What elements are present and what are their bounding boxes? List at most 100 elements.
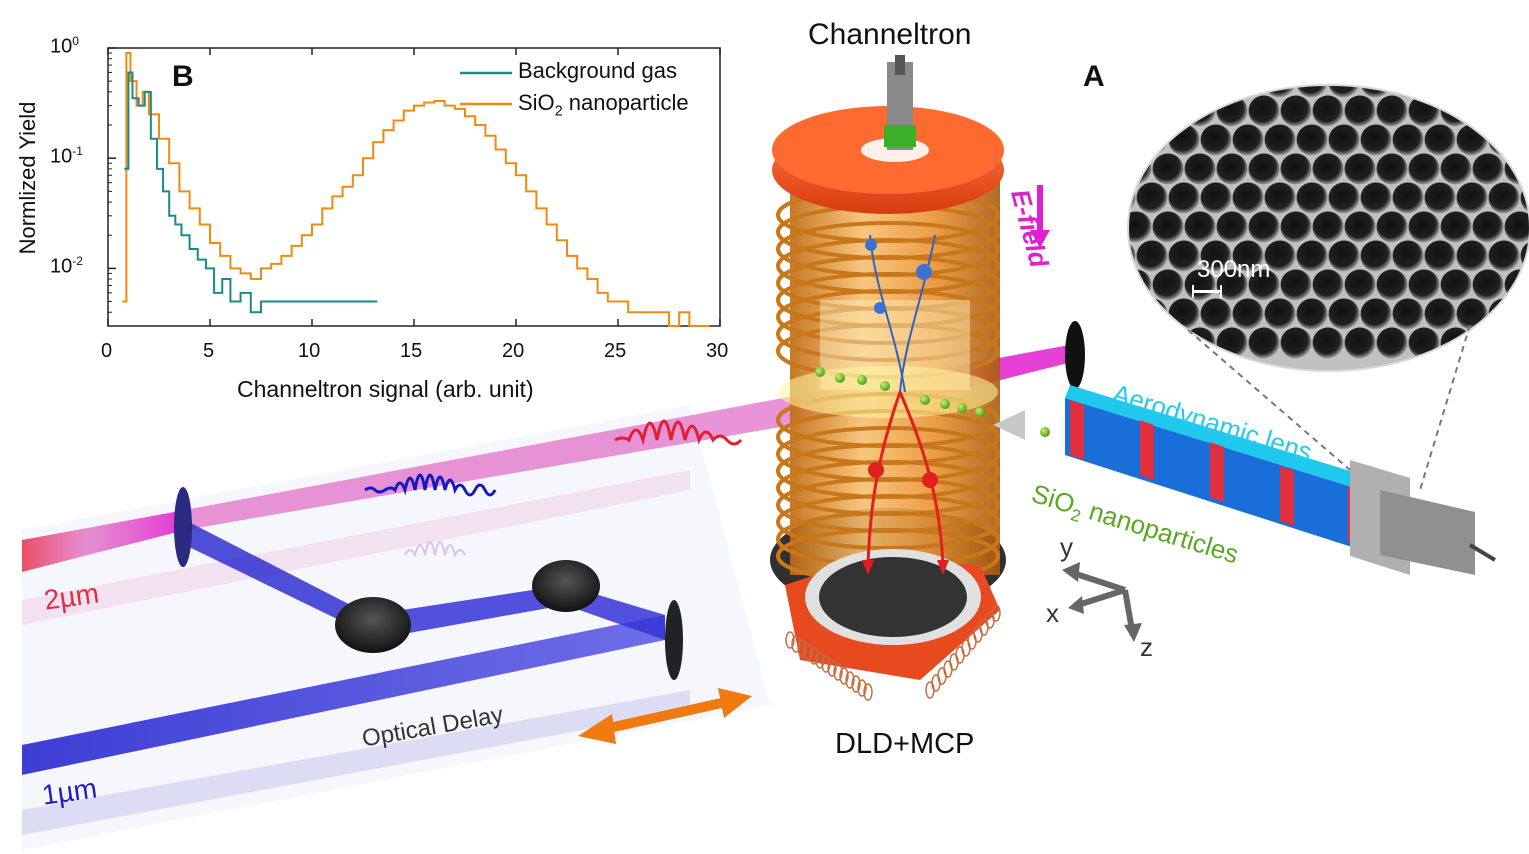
silica-sphere — [1200, 182, 1232, 214]
silica-sphere — [1216, 211, 1248, 243]
silica-sphere — [1264, 298, 1296, 330]
silica-sphere — [1129, 298, 1136, 330]
silica-sphere — [1216, 95, 1248, 127]
silica-sphere — [1129, 211, 1152, 243]
silica-sphere — [1456, 182, 1488, 214]
nanoparticle — [815, 367, 825, 377]
mirror-focusing — [1065, 321, 1085, 389]
silica-sphere — [1408, 269, 1440, 301]
aerodynamic-lens — [993, 385, 1497, 575]
silica-sphere — [1504, 95, 1529, 127]
silica-sphere — [1392, 240, 1424, 272]
silica-sphere — [1472, 327, 1504, 359]
silica-sphere — [1200, 86, 1232, 98]
silica-sphere — [1280, 211, 1312, 243]
pin — [815, 651, 825, 669]
silica-sphere — [1152, 327, 1184, 359]
pin — [845, 671, 855, 689]
detector-pins — [785, 604, 1001, 701]
y-tick-label: 100 — [50, 34, 79, 58]
silica-sphere — [1424, 240, 1456, 272]
silica-sphere — [1184, 95, 1216, 127]
silica-sphere — [1376, 153, 1408, 185]
silica-sphere — [1129, 124, 1136, 156]
silica-sphere — [1520, 86, 1529, 98]
silica-sphere — [1312, 211, 1344, 243]
silica-sphere — [1232, 298, 1264, 330]
silica-sphere — [1328, 86, 1360, 98]
silica-sphere — [1280, 95, 1312, 127]
silica-sphere — [1472, 269, 1504, 301]
pin — [827, 659, 837, 677]
y-tick-label: 10-2 — [50, 254, 83, 279]
silica-sphere — [1136, 240, 1168, 272]
silica-sphere — [1184, 153, 1216, 185]
silica-sphere — [1328, 182, 1360, 214]
mirror-dichroic — [174, 487, 192, 567]
pin — [851, 675, 861, 693]
silica-sphere — [1456, 298, 1488, 330]
silica-sphere — [1440, 211, 1472, 243]
beam-1um — [22, 615, 665, 775]
pin — [821, 655, 831, 673]
silica-sphere — [1280, 269, 1312, 301]
silica-sphere — [1376, 269, 1408, 301]
pin — [797, 639, 807, 657]
pin — [863, 683, 873, 701]
x-tick-label: 5 — [203, 340, 215, 362]
silica-sphere — [1168, 86, 1200, 98]
silica-sphere — [1129, 182, 1136, 214]
zoom-line — [1187, 329, 1351, 471]
silica-sphere — [1504, 211, 1529, 243]
silica-sphere — [1376, 95, 1408, 127]
silica-sphere — [1312, 153, 1344, 185]
panel-a-label: A — [1083, 60, 1105, 93]
axis-z-label: z — [1140, 632, 1153, 662]
silica-sphere — [1129, 240, 1136, 272]
silica-sphere — [1264, 86, 1296, 98]
silica-sphere — [1472, 153, 1504, 185]
silica-sphere — [1392, 182, 1424, 214]
silica-sphere — [1456, 124, 1488, 156]
silica-sphere — [1472, 95, 1504, 127]
coordinate-axes — [1062, 562, 1142, 642]
silica-sphere — [1392, 124, 1424, 156]
nanoparticle — [940, 399, 950, 409]
electrode-ring — [776, 289, 1000, 345]
silica-sphere — [1248, 153, 1280, 185]
lens-aperture — [1280, 466, 1294, 526]
silica-sphere — [1360, 124, 1392, 156]
efield-arrow — [1030, 185, 1050, 248]
silica-sphere — [1344, 153, 1376, 185]
silica-sphere — [1520, 124, 1529, 156]
silica-sphere — [1344, 327, 1376, 359]
silica-sphere — [1296, 86, 1328, 98]
silica-sphere — [1296, 240, 1328, 272]
silica-sphere — [1280, 327, 1312, 359]
spectrometer — [770, 175, 1006, 612]
silica-sphere — [1376, 327, 1408, 359]
silica-sphere — [1264, 124, 1296, 156]
silica-sphere — [1232, 182, 1264, 214]
silica-sphere — [1344, 95, 1376, 127]
pin — [839, 667, 849, 685]
silica-sphere — [1488, 86, 1520, 98]
silica-sphere — [1328, 240, 1360, 272]
panel-b-label: B — [172, 60, 194, 93]
silica-sphere — [1424, 124, 1456, 156]
electrode-ring — [776, 306, 1000, 362]
silica-sphere — [1504, 327, 1529, 359]
pulse-blue — [364, 473, 497, 497]
silica-sphere — [1488, 124, 1520, 156]
nanoparticle — [920, 395, 930, 405]
silica-sphere — [1152, 153, 1184, 185]
silica-sphere — [1200, 124, 1232, 156]
yield-chart — [107, 47, 721, 327]
pin — [991, 604, 1001, 622]
silica-sphere — [1296, 298, 1328, 330]
silica-sphere — [1200, 240, 1232, 272]
silica-sphere — [1472, 211, 1504, 243]
x-tick-label: 10 — [298, 340, 321, 362]
series-line-background-gas — [124, 71, 378, 314]
